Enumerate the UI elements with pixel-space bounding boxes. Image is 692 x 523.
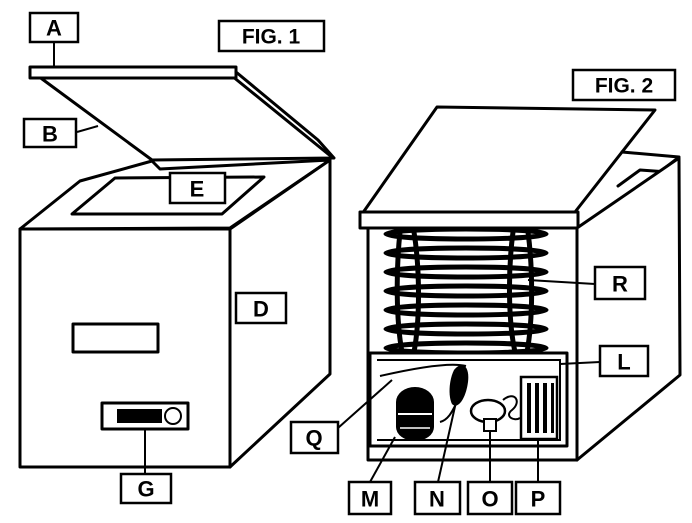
fig2-freezer xyxy=(358,105,682,462)
label-d: D xyxy=(234,291,288,325)
leader-q xyxy=(337,379,393,429)
fig1-lid-panel xyxy=(36,74,335,162)
fig2-leader-lines xyxy=(337,279,601,483)
label-r: R xyxy=(593,265,647,301)
fig2-capillary-tube xyxy=(379,363,467,377)
svg-text:N: N xyxy=(429,487,445,512)
fig1-title: FIG. 1 xyxy=(217,19,326,53)
fig2-title: FIG. 2 xyxy=(571,68,677,102)
label-l: L xyxy=(598,344,650,378)
svg-text:L: L xyxy=(617,350,630,375)
fig2-lid-edge xyxy=(358,210,580,230)
fig2-condenser-coil xyxy=(383,226,549,356)
fig2-fan xyxy=(469,395,521,432)
label-m: M xyxy=(347,480,393,516)
fig1-leader-lines xyxy=(53,42,146,474)
label-e: E xyxy=(168,171,227,205)
label-b: B xyxy=(22,117,78,149)
fig1-control-slot xyxy=(117,409,162,423)
leader-l xyxy=(559,361,601,365)
svg-text:D: D xyxy=(253,297,269,322)
svg-text:O: O xyxy=(481,487,498,512)
leader-b xyxy=(76,125,99,133)
svg-text:M: M xyxy=(361,487,379,512)
label-q: Q xyxy=(289,420,340,455)
svg-text:P: P xyxy=(531,487,546,512)
label-g: G xyxy=(119,472,173,505)
leader-r xyxy=(527,279,596,285)
fig1-lid-side-edge xyxy=(234,70,336,160)
svg-text:Q: Q xyxy=(305,426,322,451)
fig2-compartment-frame xyxy=(377,359,561,441)
fig1-lid-front-edge xyxy=(28,65,238,80)
label-n: N xyxy=(413,480,462,516)
fig1-control-knob xyxy=(164,407,182,425)
leader-m xyxy=(369,436,396,483)
svg-text:E: E xyxy=(190,177,205,202)
svg-text:A: A xyxy=(46,16,62,41)
svg-text:R: R xyxy=(612,272,628,297)
leader-n xyxy=(437,401,457,483)
label-o: O xyxy=(466,480,514,516)
label-p: P xyxy=(514,480,562,516)
svg-text:FIG. 1: FIG. 1 xyxy=(242,26,301,49)
fig2-fan-condenser xyxy=(519,375,559,441)
fig2-drier xyxy=(449,365,469,406)
fig1-top-opening xyxy=(70,175,266,216)
svg-text:B: B xyxy=(42,122,58,147)
label-a: A xyxy=(28,11,80,44)
fig2-lid-top xyxy=(360,105,657,216)
fig1-handle xyxy=(71,322,160,354)
svg-text:G: G xyxy=(137,477,154,502)
fig2-compressor xyxy=(396,387,434,441)
fig2-side-face xyxy=(575,156,682,462)
svg-text:FIG. 2: FIG. 2 xyxy=(595,75,653,98)
